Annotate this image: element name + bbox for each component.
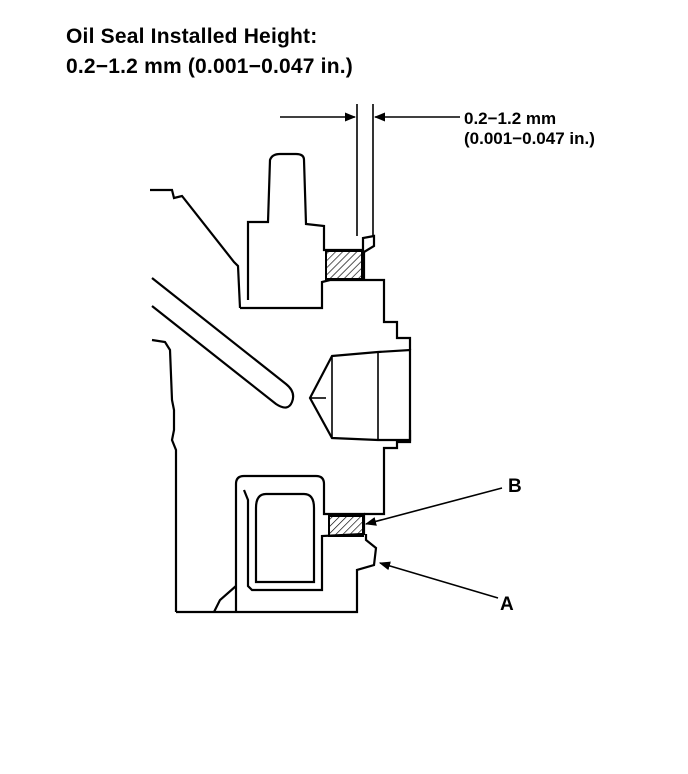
dimension-label-imperial: (0.001−0.047 in.) bbox=[464, 129, 595, 148]
caption-title: Oil Seal Installed Height: bbox=[66, 25, 318, 48]
callout-a-label: A bbox=[500, 594, 514, 615]
callout-b-leader bbox=[364, 487, 503, 526]
oil-passage bbox=[151, 277, 295, 409]
callout-a-leader bbox=[378, 561, 499, 599]
caption-block: Oil Seal Installed Height: 0.2−1.2 mm (0… bbox=[66, 22, 353, 82]
caption-spec: 0.2−1.2 mm (0.001−0.047 in.) bbox=[66, 55, 353, 78]
housing-outline bbox=[150, 152, 412, 614]
dimension-lines bbox=[280, 104, 460, 236]
callout-b-label: B bbox=[508, 476, 522, 497]
camshaft-plug bbox=[308, 348, 412, 442]
upper-oil-seal bbox=[325, 250, 363, 280]
lower-oil-seal bbox=[328, 515, 364, 537]
dimension-label-metric: 0.2−1.2 mm bbox=[464, 109, 556, 128]
